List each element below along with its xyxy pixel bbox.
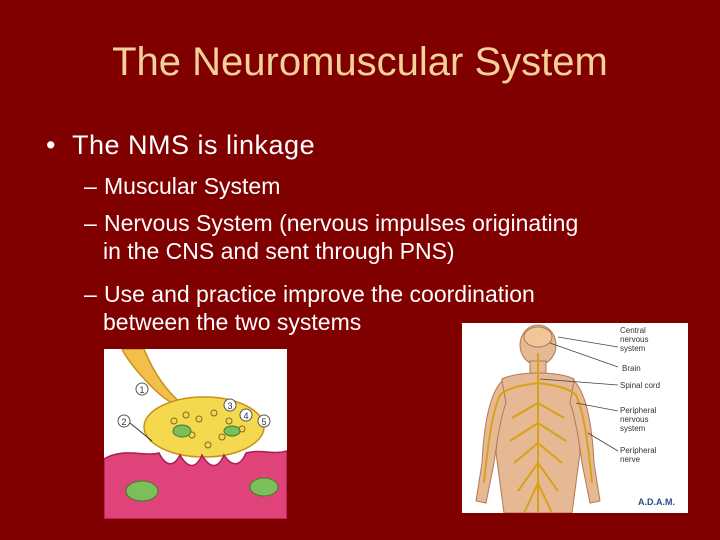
synapse-label-3: 3 (227, 401, 232, 411)
bullet-main: • The NMS is linkage (46, 130, 315, 161)
sub-bullet-marker: – (84, 173, 97, 199)
label-central-3: system (620, 344, 646, 353)
right-arm-shape (569, 379, 601, 504)
synapse-diagram: 1 2 3 4 5 (103, 348, 288, 520)
sub-bullet-text: Use and practice improve the coordinatio… (104, 281, 535, 307)
synapse-label-2: 2 (121, 417, 126, 427)
bullet-marker: • (46, 130, 56, 160)
label-central-1: Central (620, 326, 646, 335)
sub-bullet-marker: – (84, 210, 97, 236)
label-peripheral-2: nervous (620, 415, 648, 424)
sub-bullet-nervous: –Nervous System (nervous impulses origin… (84, 209, 578, 265)
left-arm-shape (475, 379, 507, 504)
mitochondrion-shape (172, 424, 192, 438)
synapse-label-5: 5 (261, 417, 266, 427)
label-peripheral-1: Peripheral (620, 406, 657, 415)
label-spinal-cord: Spinal cord (620, 381, 660, 390)
brain-shape (523, 326, 553, 348)
nervous-system-diagram: Central nervous system Brain Spinal cord… (475, 324, 675, 514)
label-central-2: nervous (620, 335, 648, 344)
sub-bullet-text: Nervous System (nervous impulses origina… (104, 210, 579, 236)
adam-logo: A.D.A.M. (638, 497, 675, 507)
synapse-label-4: 4 (243, 411, 248, 421)
nervous-system-illustration: Central nervous system Brain Spinal cord… (462, 323, 688, 514)
synapse-labels: 1 2 3 4 5 (117, 382, 271, 442)
muscle-fiber-shape (103, 449, 288, 520)
sub-bullet-practice: –Use and practice improve the coordinati… (84, 280, 535, 336)
nerves-shape (483, 353, 593, 514)
sub-bullet-muscular: –Muscular System (84, 172, 280, 200)
axon-terminal-shape (143, 396, 265, 458)
sub-bullet-text-cont: between the two systems (103, 309, 362, 335)
bullet-main-text: The NMS is linkage (72, 130, 316, 160)
synapse-label-1: 1 (139, 385, 144, 395)
slide-title: The Neuromuscular System (112, 40, 608, 84)
label-peripheral-3: system (620, 424, 646, 433)
sub-bullet-text: Muscular System (104, 173, 281, 199)
sub-bullet-text-cont: in the CNS and sent through PNS) (103, 238, 455, 264)
synapse-illustration: 1 2 3 4 5 (103, 348, 288, 520)
label-peripheral-nerve-1: Peripheral (620, 446, 657, 455)
sub-bullet-marker: – (84, 281, 97, 307)
label-brain: Brain (622, 364, 641, 373)
label-peripheral-nerve-2: nerve (620, 455, 641, 464)
axon-shape (120, 348, 184, 406)
